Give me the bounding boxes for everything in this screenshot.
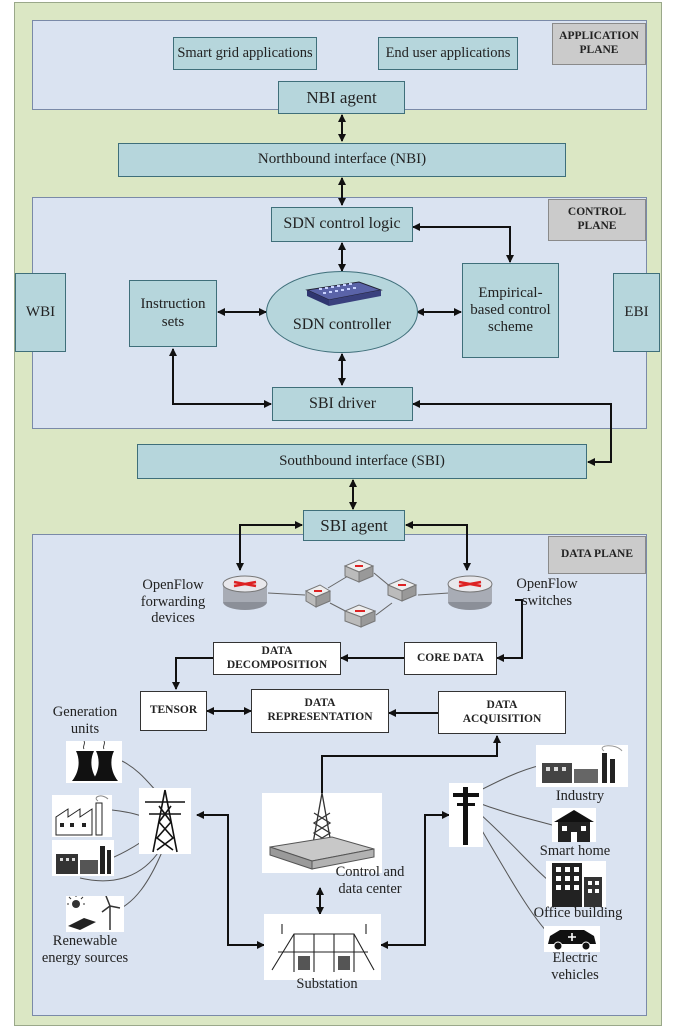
network-switch-icon bbox=[305, 281, 383, 306]
sdn-control-logic-box: SDN control logic bbox=[271, 207, 413, 242]
substation-label: Substation bbox=[296, 976, 358, 992]
switch-icon-1 bbox=[304, 584, 332, 608]
sbi-driver-box: SBI driver bbox=[272, 387, 413, 421]
generation-units-label: Generation units bbox=[52, 704, 118, 737]
electric-vehicles-label: Electric vehicles bbox=[551, 950, 599, 983]
data-decomposition-box: DATA DECOMPOSITION bbox=[213, 642, 341, 675]
power-plant-icon bbox=[66, 741, 122, 783]
transmission-tower-icon bbox=[139, 788, 191, 854]
tensor-box: TENSOR bbox=[140, 691, 207, 731]
end-user-applications-box: End user applications bbox=[378, 37, 518, 70]
switch-icon-4 bbox=[343, 604, 377, 628]
switch-icon-2 bbox=[343, 559, 375, 583]
openflow-forwarding-devices-label: OpenFlow forwarding devices bbox=[140, 577, 206, 627]
instruction-sets-box: Instruction sets bbox=[129, 280, 217, 347]
electric-vehicle-icon bbox=[544, 926, 600, 952]
southbound-interface-bar: Southbound interface (SBI) bbox=[137, 444, 587, 479]
openflow-switches-label: OpenFlow switches bbox=[516, 576, 578, 609]
factory-icon bbox=[52, 795, 112, 837]
nbi-agent-box: NBI agent bbox=[278, 81, 405, 114]
ebi-box: EBI bbox=[613, 273, 660, 352]
renewable-energy-icon bbox=[66, 896, 124, 932]
switch-icon-3 bbox=[386, 578, 418, 602]
router-icon-right bbox=[447, 575, 493, 610]
application-plane-tag: APPLICATION PLANE bbox=[552, 23, 646, 65]
control-plane-tag: CONTROL PLANE bbox=[548, 199, 646, 241]
sbi-agent-box: SBI agent bbox=[303, 510, 405, 541]
control-and-data-center-label: Control and data center bbox=[335, 864, 405, 897]
substation-icon bbox=[264, 914, 381, 980]
renewable-energy-sources-label: Renewable energy sources bbox=[41, 933, 129, 966]
industry-label: Industry bbox=[555, 788, 605, 804]
router-icon-left bbox=[222, 575, 268, 610]
wbi-box: WBI bbox=[15, 273, 66, 352]
core-data-box: CORE DATA bbox=[404, 642, 497, 675]
data-plane-tag: DATA PLANE bbox=[548, 536, 646, 574]
office-building-icon bbox=[546, 861, 606, 907]
smart-home-label: Smart home bbox=[539, 843, 611, 859]
industry-icon bbox=[536, 745, 628, 787]
smart-home-icon bbox=[552, 808, 596, 842]
data-acquisition-box: DATA ACQUISITION bbox=[438, 691, 566, 734]
distribution-pole-icon bbox=[449, 783, 483, 847]
industrial-plant-icon bbox=[52, 840, 114, 876]
data-representation-box: DATA REPRESENTATION bbox=[251, 689, 389, 733]
empirical-control-scheme-box: Empirical-based control scheme bbox=[462, 263, 559, 358]
smart-grid-applications-box: Smart grid applications bbox=[173, 37, 317, 70]
sdn-controller-label: SDN controller bbox=[292, 316, 392, 333]
office-building-label: Office building bbox=[533, 905, 623, 921]
northbound-interface-bar: Northbound interface (NBI) bbox=[118, 143, 566, 177]
control-data-center-icon bbox=[262, 793, 382, 873]
